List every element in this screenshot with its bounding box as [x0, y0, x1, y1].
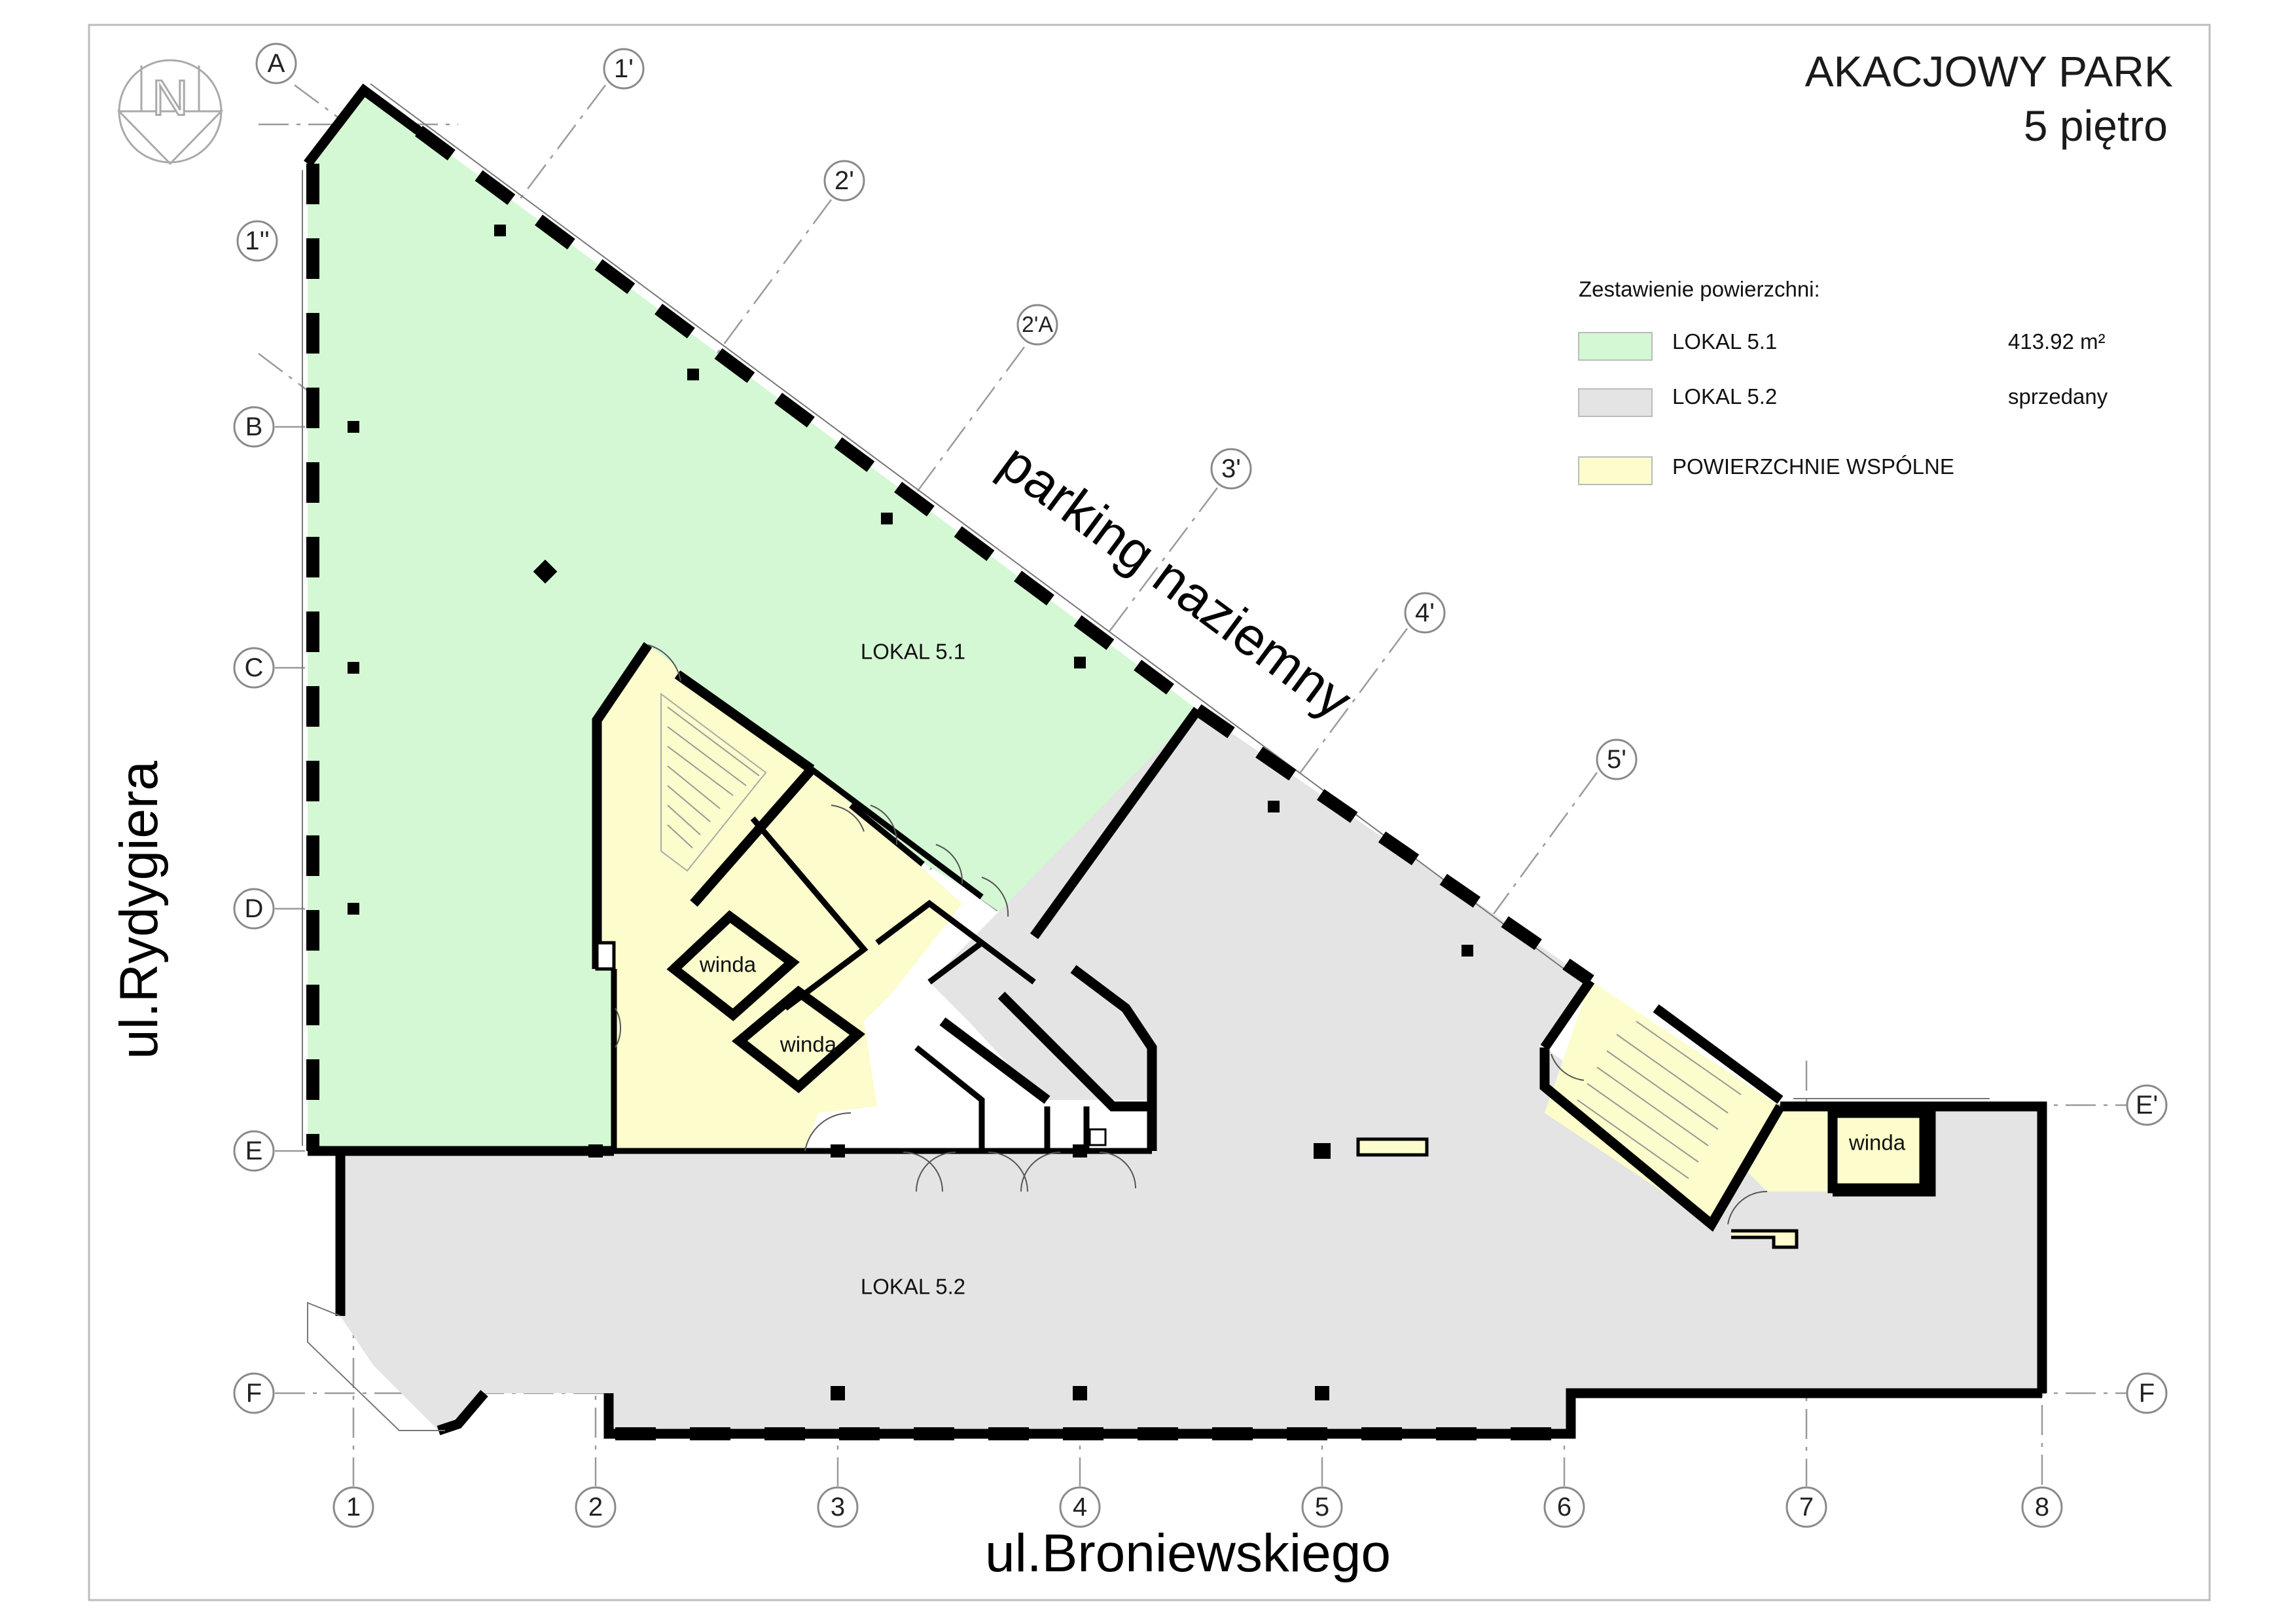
east-staircase: [1577, 1021, 1742, 1179]
axis-bubble-2: 2: [575, 1486, 617, 1528]
common-area-core[interactable]: [597, 645, 962, 1151]
axis-bubbles-bottom: 1 2 3 4 5 6 7 8: [332, 1486, 2063, 1528]
svg-text:6: 6: [1557, 1493, 1571, 1522]
svg-text:5: 5: [1315, 1493, 1329, 1522]
svg-text:8: 8: [2035, 1493, 2049, 1522]
lokal-5-2-area[interactable]: [340, 710, 2042, 1434]
lift-label-2: winda: [780, 1032, 837, 1057]
lokal-5-1-label: LOKAL 5.1: [861, 640, 965, 664]
structural-columns: [348, 225, 1473, 1400]
svg-text:3: 3: [831, 1493, 845, 1522]
axis-bubbles-top: A 1' 1'' 2' 2'A 3' 4' 5': [236, 43, 1638, 780]
axis-bubble-f-left: F: [233, 1372, 275, 1414]
axis-bubble-3p: 3': [1210, 448, 1252, 490]
axis-bubble-b: B: [233, 406, 275, 448]
svg-text:5': 5': [1607, 745, 1626, 774]
common-area-east-stair[interactable]: [1545, 981, 1780, 1224]
svg-text:N: N: [152, 71, 188, 126]
lift-shaft-2: [732, 985, 865, 1093]
legend-heading: Zestawienie powierzchni:: [1579, 277, 1820, 301]
axis-bubble-d: D: [233, 888, 275, 930]
svg-text:E: E: [245, 1137, 263, 1165]
axis-bubble-4p: 4': [1404, 592, 1446, 634]
axis-bubble-7: 7: [1785, 1486, 1827, 1528]
legend-value-lokal-5-1: 413.92 m²: [2008, 329, 2106, 354]
axis-bubble-5p: 5': [1596, 739, 1638, 780]
svg-text:F: F: [246, 1379, 262, 1408]
axis-bubble-1: 1: [332, 1486, 374, 1528]
axis-bubbles-left: B C D E F: [233, 406, 275, 1414]
axis-bubble-e: E: [233, 1130, 275, 1172]
svg-text:1: 1: [346, 1493, 361, 1522]
legend: Zestawienie powierzchni: LOKAL 5.1 413.9…: [1578, 277, 2108, 485]
axis-bubble-1pp: 1'': [236, 220, 278, 262]
project-title: AKACJOWY PARK: [1805, 47, 2173, 96]
west-staircase: [660, 693, 767, 872]
svg-text:1'': 1'': [245, 227, 270, 255]
axis-bubble-6: 6: [1543, 1486, 1585, 1528]
axis-bubble-1p: 1': [603, 48, 645, 90]
lift-label-3: winda: [1848, 1131, 1906, 1155]
floor-title: 5 piętro: [2024, 101, 2168, 150]
axis-bubble-c: C: [233, 647, 275, 689]
svg-text:7: 7: [1799, 1493, 1814, 1522]
legend-swatch-lokal-5-2: [1578, 388, 1653, 417]
legend-label-common: POWIERZCHNIE WSPÓLNE: [1672, 454, 1954, 479]
svg-text:1': 1': [614, 54, 634, 83]
axis-bubble-2pa: 2'A: [1016, 304, 1058, 346]
svg-text:B: B: [245, 412, 263, 441]
svg-text:3': 3': [1221, 454, 1241, 483]
lift-shaft-1: [666, 910, 800, 1021]
legend-swatch-lokal-5-1: [1578, 332, 1653, 361]
walls: [302, 83, 2047, 1440]
doors: [615, 644, 1768, 1225]
svg-text:E': E': [2136, 1091, 2158, 1120]
drawing-frame: [88, 24, 2211, 1601]
lift-shaft-3: [1827, 1108, 1929, 1194]
svg-text:C: C: [245, 653, 264, 682]
lift-label-1: winda: [699, 953, 757, 977]
counter-a: [1356, 1137, 1429, 1157]
svg-text:2'A: 2'A: [1022, 312, 1053, 337]
axis-bubble-4: 4: [1059, 1486, 1101, 1528]
counter-b: [1731, 1229, 1799, 1249]
axis-bubble-f-right: F: [2126, 1372, 2168, 1414]
axis-bubbles-right: E' F: [2126, 1084, 2168, 1414]
axis-bubble-ep: E': [2126, 1084, 2168, 1126]
svg-text:4: 4: [1073, 1493, 1087, 1522]
svg-text:2: 2: [588, 1493, 603, 1522]
svg-text:D: D: [245, 894, 264, 923]
lokal-5-1-area[interactable]: [308, 90, 1198, 1151]
svg-text:2': 2': [834, 166, 854, 195]
svg-text:A: A: [268, 49, 285, 78]
axis-bubble-2p: 2': [823, 160, 865, 202]
svg-text:F: F: [2139, 1379, 2155, 1408]
north-arrow-icon: N: [117, 59, 224, 166]
street-rydygiera: ul.Rydygiera: [109, 761, 169, 1059]
axis-bubble-8: 8: [2021, 1486, 2063, 1528]
axis-bubble-a: A: [255, 43, 297, 84]
legend-label-lokal-5-2: LOKAL 5.2: [1672, 384, 1777, 409]
legend-label-lokal-5-1: LOKAL 5.1: [1672, 329, 1777, 354]
lokal-5-2-label: LOKAL 5.2: [861, 1275, 965, 1299]
legend-swatch-common: [1578, 456, 1653, 485]
legend-value-lokal-5-2: sprzedany: [2008, 384, 2108, 409]
svg-text:4': 4': [1415, 598, 1435, 627]
axis-bubble-3: 3: [817, 1486, 859, 1528]
street-broniewskiego: ul.Broniewskiego: [985, 1523, 1391, 1583]
axis-bubble-5: 5: [1301, 1486, 1343, 1528]
